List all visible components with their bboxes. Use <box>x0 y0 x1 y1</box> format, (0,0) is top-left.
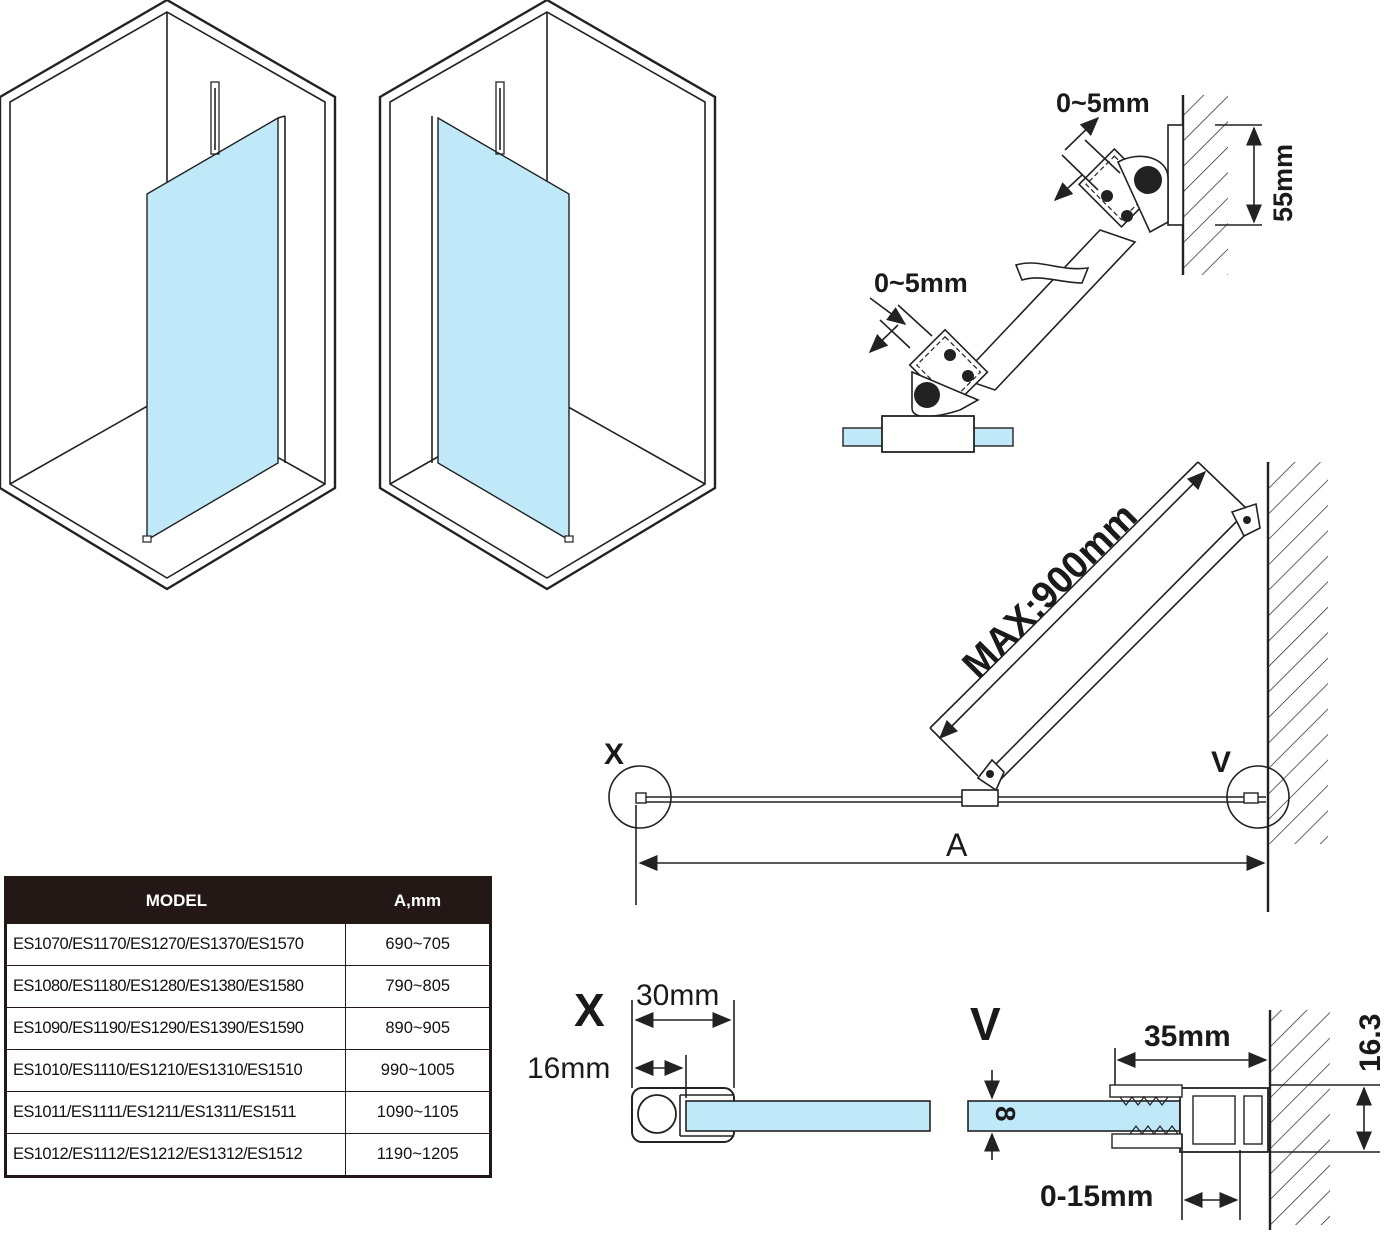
x-detail-title: X <box>574 984 605 1036</box>
support-arm-detail <box>842 95 1262 453</box>
a-cell: 690~705 <box>345 923 491 966</box>
table-row: ES1080/ES1180/ES1280/ES1380/ES1580 790~8… <box>4 965 491 1008</box>
detail-v-marker: V <box>1211 746 1231 779</box>
height-55-label: 55mm <box>1268 144 1298 222</box>
x-depth-label: 16mm <box>527 1052 610 1085</box>
column-header-a: A,mm <box>345 877 491 924</box>
v-adjust-label: 0-15mm <box>1040 1180 1153 1213</box>
table-row: ES1011/ES1111/ES1211/ES1311/ES1511 1090~… <box>4 1091 491 1134</box>
table-header-row: MODEL A,mm <box>5 877 491 924</box>
model-cell: ES1010/ES1110/ES1210/ES1310/ES1510 <box>4 1049 347 1092</box>
detail-x-marker: X <box>604 738 624 771</box>
v-profile-detail <box>967 1010 1380 1230</box>
a-cell: 1090~1105 <box>345 1091 491 1134</box>
plan-view <box>608 461 1328 912</box>
a-cell: 1190~1205 <box>345 1133 491 1177</box>
table-row: ES1012/ES1112/ES1212/ES1312/ES1512 1190~… <box>4 1133 491 1177</box>
max-length-label: MAX:900mm <box>955 495 1146 686</box>
model-cell: ES1012/ES1112/ES1212/ES1312/ES1512 <box>4 1133 347 1177</box>
glass-panel-left <box>146 116 279 542</box>
column-header-model: MODEL <box>5 877 346 924</box>
x-width-label: 30mm <box>636 979 719 1012</box>
a-cell: 890~905 <box>345 1007 491 1050</box>
model-cell: ES1011/ES1111/ES1211/ES1311/ES1511 <box>4 1091 347 1134</box>
v-detail-title: V <box>970 998 1001 1050</box>
table-row: ES1070/ES1170/ES1270/ES1370/ES1570 690~7… <box>4 923 491 966</box>
enclosure-left <box>0 0 337 591</box>
model-dimension-table: MODEL A,mm ES1070/ES1170/ES1270/ES1370/E… <box>4 876 492 1178</box>
gap-top-label: 0~5mm <box>1056 88 1150 118</box>
a-cell: 990~1005 <box>345 1049 491 1092</box>
v-width-label: 35mm <box>1144 1020 1231 1053</box>
table-row: ES1010/ES1110/ES1210/ES1310/ES1510 990~1… <box>4 1049 491 1092</box>
x-profile-detail <box>631 1000 931 1143</box>
enclosure-right <box>378 0 717 591</box>
model-cell: ES1070/ES1170/ES1270/ES1370/ES1570 <box>4 923 347 966</box>
glass-panel-right <box>437 116 570 542</box>
v-height-label: 16.3 <box>1354 1014 1385 1072</box>
glass-thickness-label: 8 <box>990 1106 1021 1122</box>
model-cell: ES1090/ES1190/ES1290/ES1390/ES1590 <box>4 1007 347 1050</box>
gap-bottom-label: 0~5mm <box>874 268 968 298</box>
dim-a-label: A <box>946 827 968 863</box>
a-cell: 790~805 <box>345 965 491 1008</box>
table-row: ES1090/ES1190/ES1290/ES1390/ES1590 890~9… <box>4 1007 491 1050</box>
model-cell: ES1080/ES1180/ES1280/ES1380/ES1580 <box>4 965 347 1008</box>
